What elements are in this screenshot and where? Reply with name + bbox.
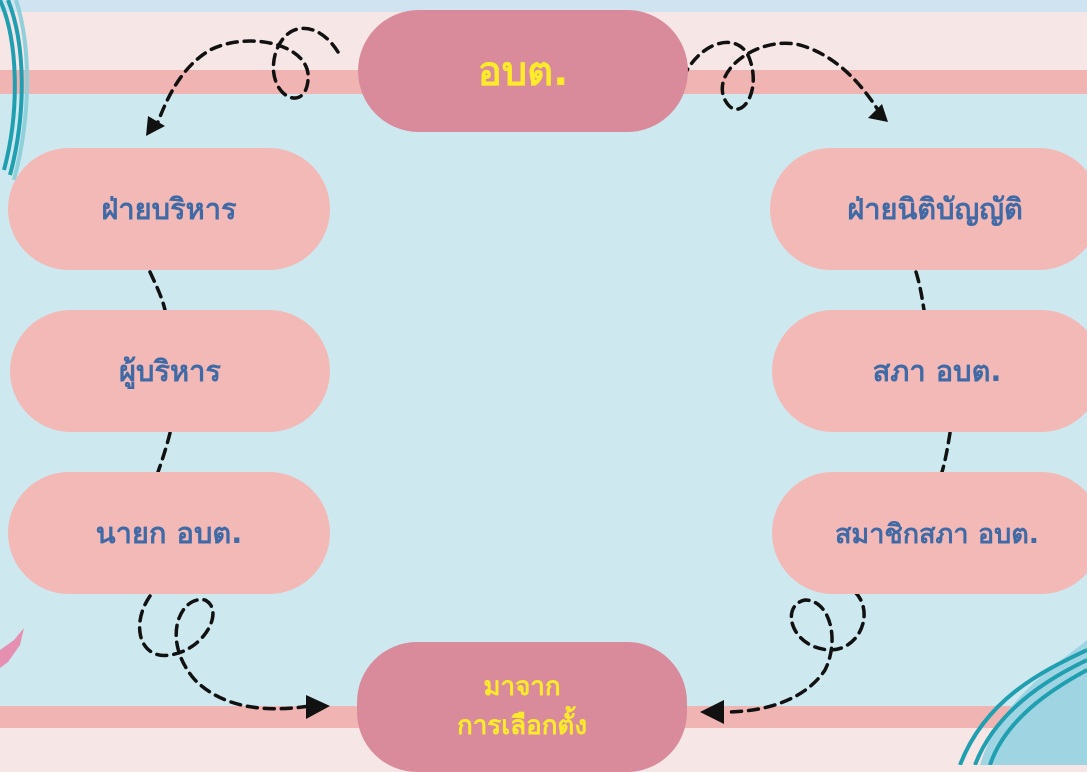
top-band [0,0,1087,12]
arrowhead-exec [146,116,165,136]
connector-council-member [940,431,952,474]
root-node: อบต. [358,10,688,132]
origin-node-line2: การเลือกตั้ง [456,711,588,741]
connector-root-to-exec [156,26,340,124]
node-council-member-label: สมาชิกสภา อบต. [834,518,1040,550]
arrowhead-election-right [700,700,724,724]
node-council-label: สภา อบต. [872,354,1002,388]
right-ribbon-decoration [958,640,1087,765]
root-node-label: อบต. [477,49,569,95]
origin-node-line1: มาจาก [483,672,561,702]
node-council: สภา อบต. [772,310,1087,432]
node-mayor-label: นายก อบต. [95,516,243,550]
node-executive-branch-label: ฝ่ายบริหาร [101,192,237,226]
node-executives: ผู้บริหาร [10,310,330,432]
node-council-member: สมาชิกสภา อบต. [772,472,1087,594]
connector-exec-admin [148,270,167,312]
node-legislative-branch: ฝ่ายนิติบัญญัติ [770,148,1087,270]
connector-root-to-leg [681,40,880,112]
pink-figure-decoration [0,628,24,668]
node-legislative-branch-label: ฝ่ายนิติบัญญัติ [847,192,1023,226]
origin-node: มาจาก การเลือกตั้ง [357,642,687,772]
connector-admin-mayor [156,431,172,474]
node-executives-label: ผู้บริหาร [119,354,221,388]
connector-member-to-election [723,590,866,714]
connector-leg-council [914,270,926,312]
arrowhead-leg [868,104,888,122]
node-executive-branch: ฝ่ายบริหาร [8,148,330,270]
left-ribbon-decoration [0,0,29,181]
connector-mayor-to-election [137,594,312,711]
node-mayor: นายก อบต. [8,472,330,594]
arrowhead-election-left [306,695,330,719]
